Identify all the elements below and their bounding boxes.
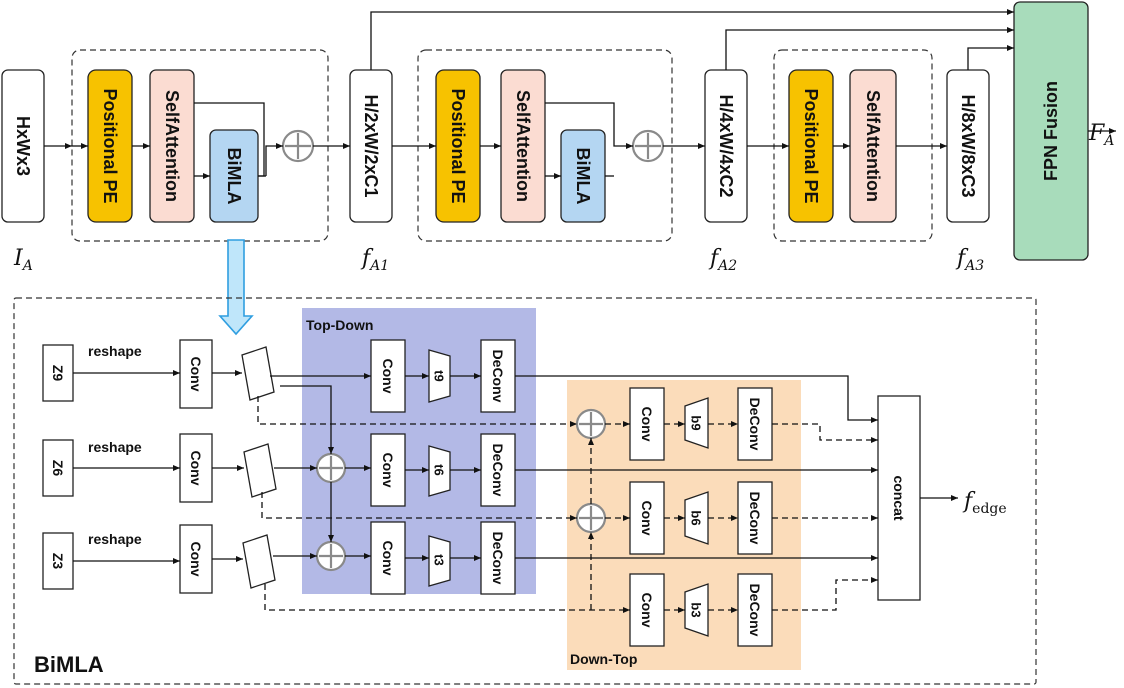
stage1-bimla-label: BiMLA: [224, 148, 244, 205]
stage3-feature-label: fA3: [955, 246, 984, 274]
stage1-self-attention-label: SelfAttention: [162, 90, 182, 202]
z6-label: Z6: [50, 460, 66, 477]
svg-text:b6: b6: [689, 510, 704, 525]
svg-text:t6: t6: [432, 464, 447, 476]
stage3-output-label: H/8xW/8xC3: [958, 94, 978, 197]
row-z9: Z9 reshape Conv Conv t9 DeConv Conv b9 D…: [42, 339, 773, 461]
z3-label: Z3: [50, 553, 66, 570]
stage1-feature-label: fA1: [360, 246, 389, 274]
svg-text:b9: b9: [689, 415, 704, 430]
input-block-label: HxWx3: [13, 116, 33, 176]
input-label: IA: [13, 246, 33, 274]
stage1-positional-pe-label: Positional PE: [100, 88, 120, 203]
svg-text:Conv: Conv: [639, 501, 655, 536]
svg-text:DeConv: DeConv: [747, 584, 763, 637]
edge-output-label: fedge: [962, 489, 1007, 517]
svg-text:t9: t9: [432, 370, 447, 382]
top-down-label: Top-Down: [306, 317, 373, 333]
svg-text:Conv: Conv: [380, 359, 396, 394]
svg-text:Conv: Conv: [380, 541, 396, 576]
stage1-container: [71, 49, 329, 242]
svg-text:DeConv: DeConv: [490, 350, 506, 403]
svg-text:Conv: Conv: [639, 407, 655, 442]
down-top-label: Down-Top: [570, 651, 637, 667]
svg-text:t3: t3: [432, 554, 447, 566]
stage3-positional-pe-label: Positional PE: [801, 88, 821, 203]
fpn-output-label: FA: [1088, 121, 1114, 149]
reshape-label-3: reshape: [88, 531, 142, 547]
stage1-output-label: H/2xW/2xC1: [361, 94, 381, 197]
fpn-fusion-label: FPN Fusion: [1041, 81, 1061, 181]
svg-text:Conv: Conv: [380, 453, 396, 488]
row-z3: Z3 reshape Conv Conv t3 DeConv Conv b3 D…: [42, 521, 773, 647]
stage2-feature-label: fA2: [708, 246, 737, 274]
stage3-self-attention-label: SelfAttention: [863, 90, 883, 202]
stage2-bimla-label: BiMLA: [573, 148, 593, 205]
svg-text:Conv: Conv: [639, 593, 655, 628]
svg-text:DeConv: DeConv: [747, 492, 763, 545]
stage2-output-label: H/4xW/4xC2: [716, 94, 736, 197]
svg-text:Conv: Conv: [188, 451, 204, 486]
row-z6: Z6 reshape Conv Conv t6 DeConv Conv b6 D…: [42, 433, 773, 555]
concat-block: [877, 395, 921, 601]
bimla-detail-container: [13, 297, 1037, 685]
svg-text:b3: b3: [689, 602, 704, 617]
stage2-positional-pe-label: Positional PE: [448, 88, 468, 203]
z9-label: Z9: [50, 365, 66, 382]
top-row-connectors: [44, 9, 1116, 179]
svg-text:DeConv: DeConv: [490, 532, 506, 585]
reshape-label-1: reshape: [88, 343, 142, 359]
bimla-connectors: [73, 370, 958, 613]
bimla-title: BiMLA: [34, 652, 104, 677]
reshape-label-2: reshape: [88, 439, 142, 455]
stage2-self-attention-label: SelfAttention: [513, 90, 533, 202]
svg-text:Conv: Conv: [188, 357, 204, 392]
svg-text:Conv: Conv: [188, 542, 204, 577]
svg-text:DeConv: DeConv: [490, 444, 506, 497]
svg-text:DeConv: DeConv: [747, 398, 763, 451]
concat-label: concat: [891, 475, 907, 520]
expand-arrow-icon: [218, 239, 254, 336]
